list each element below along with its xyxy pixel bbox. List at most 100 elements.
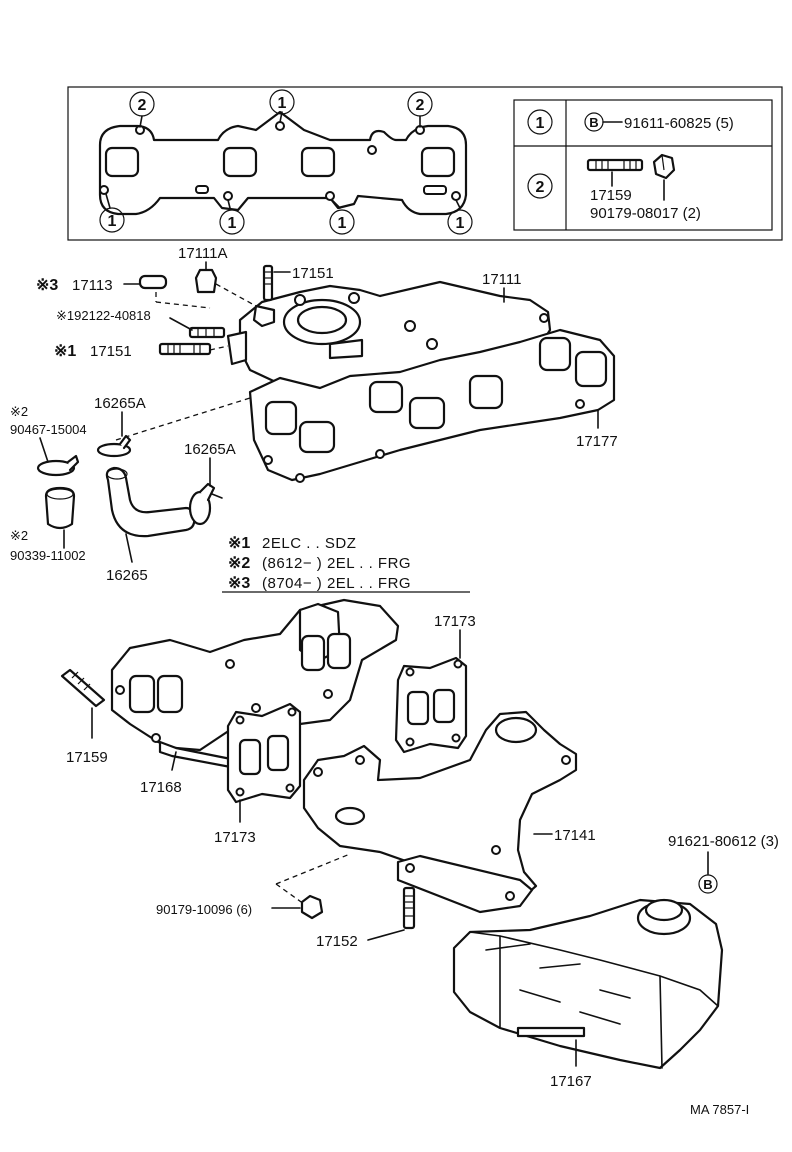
gasket-port-3 <box>300 146 336 178</box>
callout-17177: 17177 <box>576 433 618 450</box>
leader-line <box>105 193 111 209</box>
bolt-hole <box>539 313 549 323</box>
bolt-hole <box>561 755 571 765</box>
manifold-side-bracket <box>226 330 248 366</box>
application-notes: ※1 2ELC . . SDZ ※2 (8612− ) 2EL . . FRG … <box>222 535 470 593</box>
insulator-slot <box>539 963 581 969</box>
legend-row1-part: 91611-60825 (5) <box>624 115 734 132</box>
flange-boss <box>328 338 364 360</box>
callout-90339: 90339-11002 <box>10 548 86 563</box>
marker-circle <box>329 209 355 235</box>
exhaust-port <box>300 634 326 672</box>
callout-90467: 90467-15004 <box>10 422 87 437</box>
legend-table: 1 B 91611-60825 (5) 2 17159 <box>513 99 773 231</box>
insulator-fold <box>659 975 663 1069</box>
marker-circle <box>129 91 155 117</box>
bolt-hole <box>505 891 515 901</box>
bolt-hole <box>375 449 385 459</box>
dashed-leader <box>115 397 251 441</box>
dashed-leader <box>275 883 305 905</box>
part-17113-pin <box>138 274 168 290</box>
callout-91621: 91621-80612 (3) <box>668 833 779 850</box>
part-90467-clamp <box>36 454 80 477</box>
callout-2-mark-a: ※2 <box>10 404 28 419</box>
stud-icon <box>586 158 644 172</box>
note-2-mark: ※2 <box>228 555 250 572</box>
bolt-hole <box>348 292 360 304</box>
bolt-hole <box>426 338 438 350</box>
exhaust-port <box>326 632 352 670</box>
callout-17152: 17152 <box>316 933 358 950</box>
manifold-boss <box>334 806 366 826</box>
legend-row2-marker: 2 <box>536 179 545 196</box>
part-91621-bolt: 91621-80612 (3) B <box>668 833 779 894</box>
bolt-hole <box>355 755 365 765</box>
callout-17151-side: 17151 <box>90 343 132 360</box>
part-16265A-clamp-lower <box>188 482 223 526</box>
insulator-bracket <box>516 1026 586 1038</box>
manifold-outlet <box>494 716 538 744</box>
note-1-text: 2ELC . . SDZ <box>262 535 356 552</box>
legend-row2-stud: 17159 <box>590 187 632 204</box>
note-1-mark: ※1 <box>228 535 250 552</box>
nut-icon <box>652 153 676 180</box>
callout-16265A-b: 16265A <box>184 441 236 458</box>
callout-17151-top: 17151 <box>292 265 334 282</box>
gasket-hole <box>367 145 377 155</box>
leader-line <box>139 115 143 128</box>
callout-17167: 17167 <box>550 1073 592 1090</box>
note-3-mark: ※3 <box>228 575 250 592</box>
bolt-hole <box>115 685 125 695</box>
gasket-marker-bottom-1: 1 <box>108 213 117 230</box>
gasket-hole <box>451 191 461 201</box>
intake-port <box>408 396 446 430</box>
manifold-outlet-flange <box>396 854 534 914</box>
bolt-hole <box>405 863 415 873</box>
heat-insulator-body <box>452 898 724 1070</box>
part-17159-stud <box>60 668 106 708</box>
gasket-marker-top-2: 1 <box>278 95 287 112</box>
insulator-cap-top <box>644 898 684 922</box>
marker-circle <box>527 173 553 199</box>
callout-91621-symbol: B <box>703 877 712 892</box>
manifold-bracket <box>252 304 276 328</box>
bolt-hole <box>491 845 501 855</box>
gasket-hole <box>223 191 233 201</box>
callout-17113-mark: ※3 <box>36 277 58 294</box>
bolt-hole <box>294 294 306 306</box>
callout-16265A-a: 16265A <box>94 395 146 412</box>
dashed-leader <box>209 345 229 351</box>
legend-row2-nut: 90179-08017 (2) <box>590 205 701 222</box>
leader-line <box>39 437 49 463</box>
marker-circle <box>219 209 245 235</box>
bolt-hole <box>323 689 333 699</box>
gasket-slot <box>195 185 209 194</box>
gasket-port-1 <box>104 146 140 178</box>
callout-17141: 17141 <box>554 827 596 844</box>
marker-circle <box>99 207 125 233</box>
insulator-slot <box>485 943 531 951</box>
heat-insulator-17167: 17167 <box>452 898 724 1090</box>
gasket-marker-bottom-4: 1 <box>456 215 465 232</box>
insulator-slot <box>599 989 631 999</box>
dashed-leader <box>215 283 257 307</box>
bolt-hole <box>295 473 305 483</box>
leader-line <box>455 199 461 209</box>
gasket-17173-upper <box>394 656 468 754</box>
leader-line <box>171 751 177 771</box>
dashed-leader <box>155 301 211 309</box>
marker-circle <box>407 91 433 117</box>
intake-port <box>468 374 504 410</box>
legend-row1-bolt-symbol: B <box>589 115 598 130</box>
bolt-hole <box>225 659 235 669</box>
gasket-marker-bottom-3: 1 <box>338 215 347 232</box>
hose-end <box>106 468 128 480</box>
bolt-hole <box>251 703 261 713</box>
gasket-port-2 <box>222 146 258 178</box>
dashed-leader <box>275 853 351 885</box>
note-2-text: (8612− ) 2EL . . FRG <box>262 555 411 572</box>
part-16265A-clamp-upper <box>96 434 132 458</box>
intake-port <box>538 336 572 372</box>
part-90339-cap <box>44 486 76 530</box>
